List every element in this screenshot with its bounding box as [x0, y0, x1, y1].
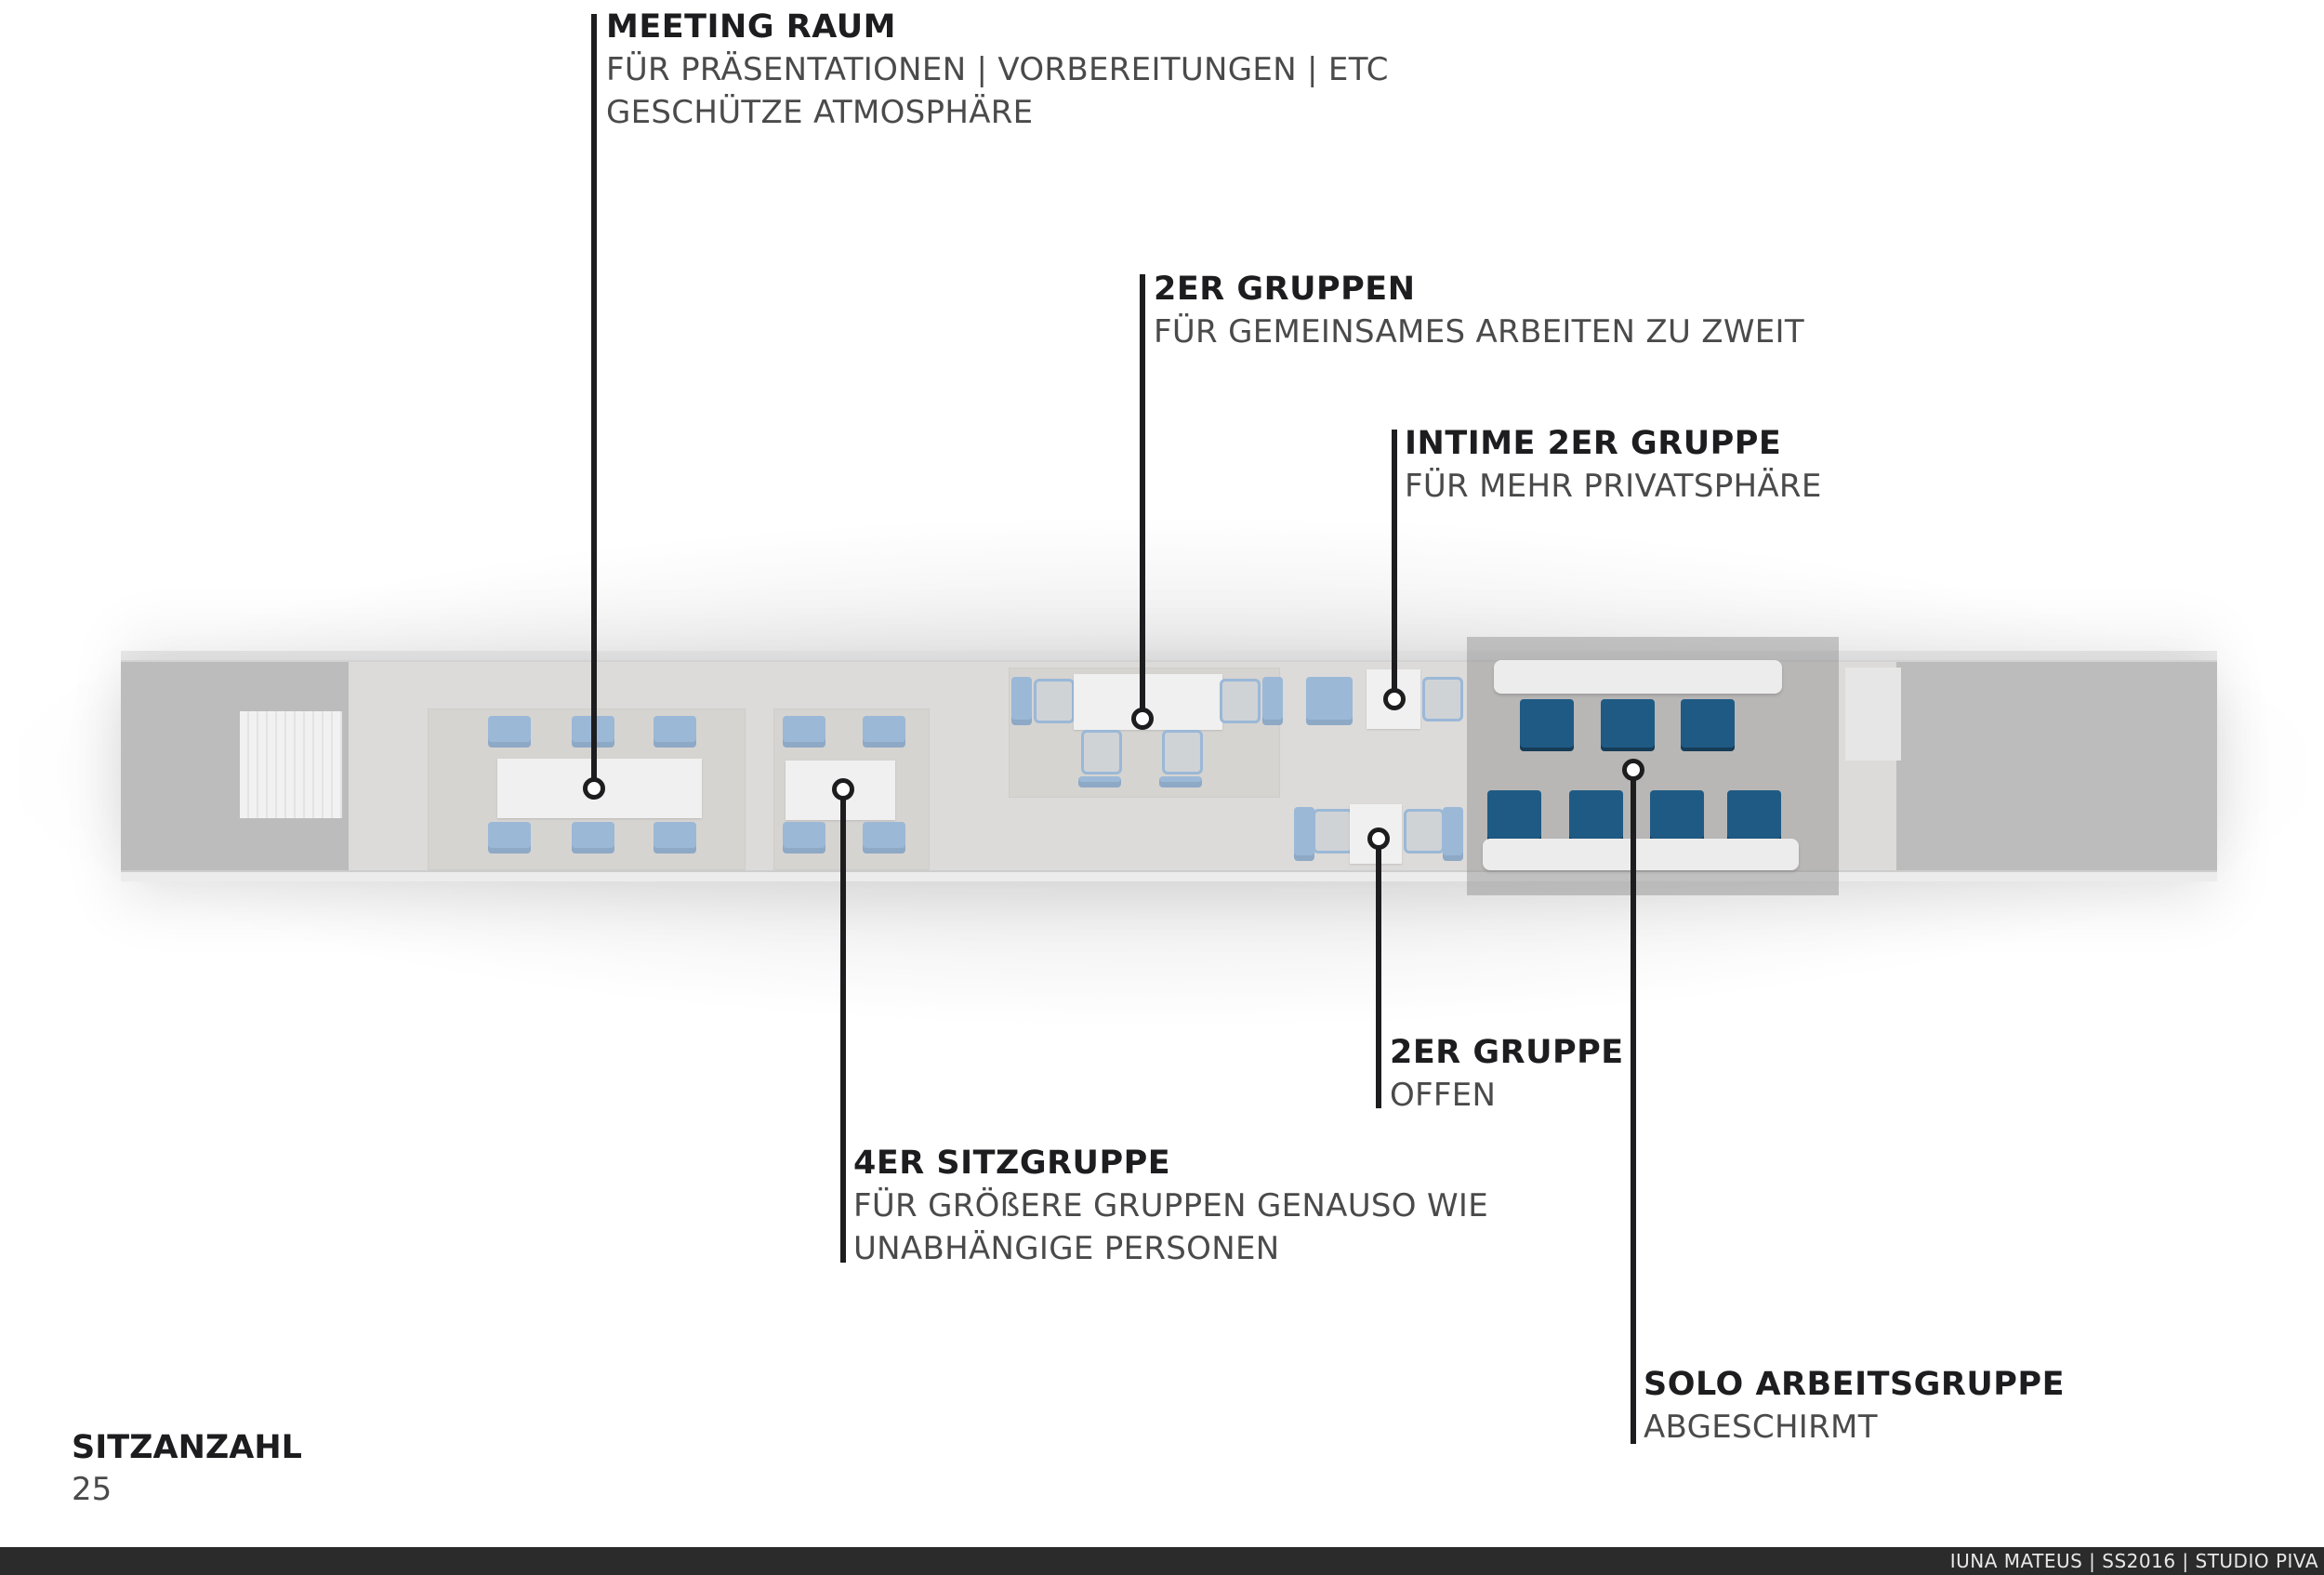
chair-icon: [1262, 677, 1283, 725]
callout-line: FÜR PRÄSENTATIONEN | VORBEREITUNGEN | ET…: [606, 51, 1389, 88]
callout-line: FÜR GRÖßERE GRUPPEN GENAUSO WIE: [853, 1187, 1488, 1224]
callout-dot-solo: [1622, 759, 1644, 781]
solo-bench-bottom: [1483, 839, 1799, 870]
callout-dot-zweier-offen: [1367, 827, 1390, 850]
seat-icon: [1313, 809, 1353, 854]
callout-dot-vierer: [832, 778, 854, 801]
chair-icon: [1487, 790, 1541, 839]
chair-icon: [1294, 807, 1314, 861]
callout-line-vierer: [840, 788, 846, 1263]
footer-credit: IUNA MATEUS | SS2016 | STUDIO PIVA: [1949, 1550, 2318, 1572]
chair-icon: [488, 822, 531, 854]
chair-icon: [654, 822, 696, 854]
callout-line: OFFEN: [1390, 1077, 1497, 1114]
chair-icon: [1011, 677, 1032, 725]
callout-title: 2ER GRUPPE: [1390, 1034, 1624, 1071]
seat-icon: [1034, 679, 1075, 723]
seat-icon: [1081, 730, 1122, 774]
chair-icon: [1443, 807, 1463, 861]
seat-icon: [1404, 809, 1445, 854]
callout-dot-zweier-gruppen: [1131, 708, 1154, 730]
chair-icon: [1159, 776, 1202, 788]
car-wall-top: [121, 651, 2217, 660]
callout-line-meeting: [591, 14, 597, 790]
callout-zweier-gruppen: 2ER GRUPPEN FÜR GEMEINSAMES ARBEITEN ZU …: [1154, 268, 1804, 353]
chair-icon: [783, 822, 825, 854]
callout-dot-meeting: [583, 777, 605, 800]
callout-solo: SOLO ARBEITSGRUPPE ABGESCHIRMT: [1644, 1363, 2065, 1449]
chair-icon: [488, 716, 531, 748]
chair-icon: [654, 716, 696, 748]
chair-icon: [572, 822, 614, 854]
car-wall-bottom: [121, 872, 2217, 881]
chair-icon: [1727, 790, 1781, 839]
callout-line: UNABHÄNGIGE PERSONEN: [853, 1230, 1280, 1267]
cabinet: [1845, 668, 1901, 761]
chair-icon: [863, 822, 905, 854]
callout-title: SOLO ARBEITSGRUPPE: [1644, 1366, 2065, 1403]
seat-icon: [1220, 679, 1261, 723]
callout-line-intime: [1392, 430, 1397, 699]
chair-icon: [1601, 699, 1655, 748]
stair-icon: [240, 711, 342, 818]
chair-icon: [863, 716, 905, 748]
callout-line: GESCHÜTZE ATMOSPHÄRE: [606, 94, 1034, 131]
callout-dot-intime: [1383, 688, 1406, 710]
callout-line-solo: [1631, 770, 1636, 1444]
callout-title: INTIME 2ER GRUPPE: [1405, 425, 1782, 462]
seat-icon: [1162, 730, 1203, 774]
chair-icon: [1306, 677, 1353, 725]
callout-line: FÜR MEHR PRIVATSPHÄRE: [1405, 468, 1822, 505]
callout-line: FÜR GEMEINSAMES ARBEITEN ZU ZWEIT: [1154, 313, 1804, 351]
chair-icon: [1520, 699, 1574, 748]
callout-line-zweier-gruppen: [1140, 274, 1145, 716]
chair-icon: [1650, 790, 1704, 839]
callout-vierer: 4ER SITZGRUPPE FÜR GRÖßERE GRUPPEN GENAU…: [853, 1142, 1488, 1270]
callout-meeting: MEETING RAUM FÜR PRÄSENTATIONEN | VORBER…: [606, 6, 1389, 134]
solo-bench-top: [1494, 660, 1782, 694]
footer-bar: IUNA MATEUS | SS2016 | STUDIO PIVA: [0, 1547, 2324, 1575]
callout-line-zweier-offen: [1376, 837, 1381, 1108]
callout-title: 2ER GRUPPEN: [1154, 271, 1416, 308]
seat-count-value: 25: [72, 1471, 112, 1508]
callout-line: ABGESCHIRMT: [1644, 1409, 1878, 1446]
car-end-right: [1896, 662, 2217, 870]
callout-intime: INTIME 2ER GRUPPE FÜR MEHR PRIVATSPHÄRE: [1405, 422, 1822, 508]
chair-icon: [783, 716, 825, 748]
chair-icon: [1681, 699, 1735, 748]
chair-icon: [1569, 790, 1623, 839]
callout-zweier-offen: 2ER GRUPPE OFFEN: [1390, 1031, 1624, 1117]
seat-count-label: SITZANZAHL: [72, 1429, 302, 1466]
chair-icon: [1078, 776, 1121, 788]
callout-title: 4ER SITZGRUPPE: [853, 1145, 1171, 1182]
callout-title: MEETING RAUM: [606, 8, 896, 46]
seat-icon: [1422, 677, 1463, 721]
